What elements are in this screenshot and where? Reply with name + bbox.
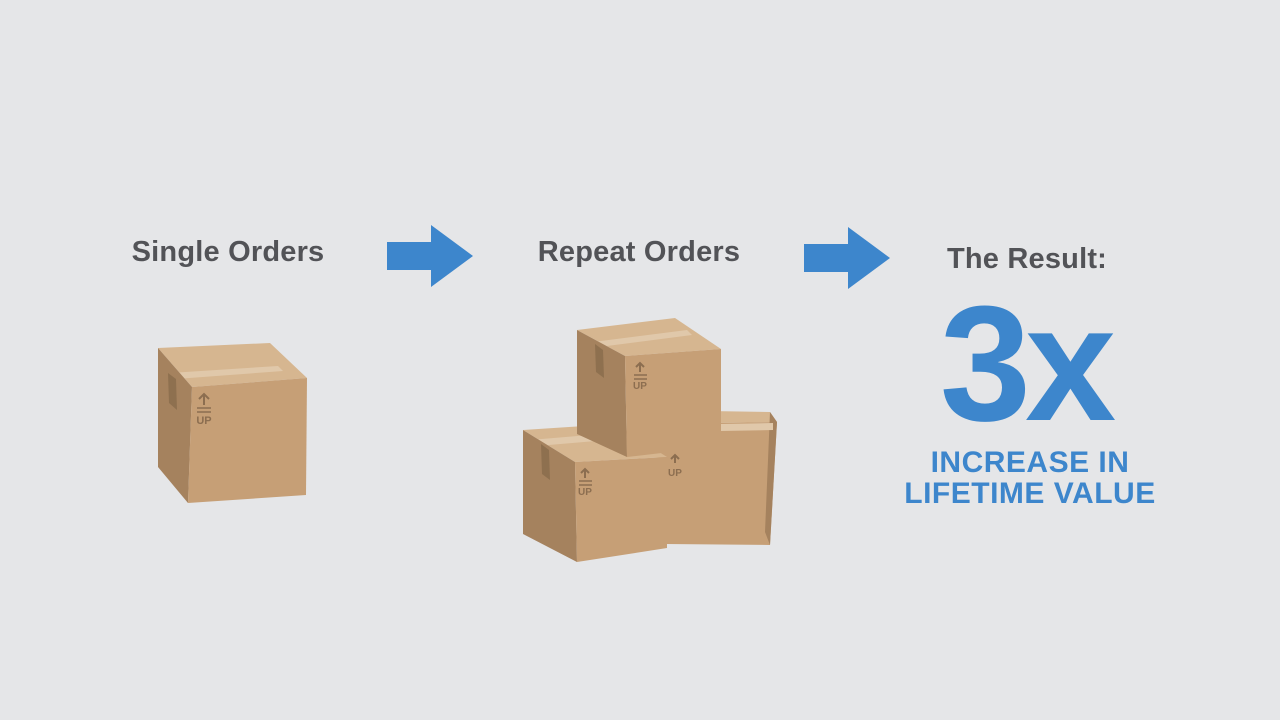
stacked-boxes-icon: UP UP UP [523,318,777,562]
right-arrow-icon [804,227,890,289]
stage-repeat-title: Repeat Orders [537,236,741,268]
box-marking-label: UP [196,415,211,427]
stage-single-title: Single Orders [131,236,325,268]
box-top: UP [577,318,721,457]
result-caption-line-1: INCREASE IN [930,446,1130,479]
box-marking-label: UP [668,468,682,479]
box-marking-label: UP [578,487,592,498]
right-arrow-icon [387,225,473,287]
single-box-icon: UP [158,343,307,503]
result-caption-line-2: LIFETIME VALUE [904,477,1156,510]
result-multiplier: 3x [939,272,1116,455]
stage-result-title: The Result: [946,243,1108,275]
box-marking-label: UP [633,381,647,392]
this-side-up-marking: UP [196,392,212,427]
